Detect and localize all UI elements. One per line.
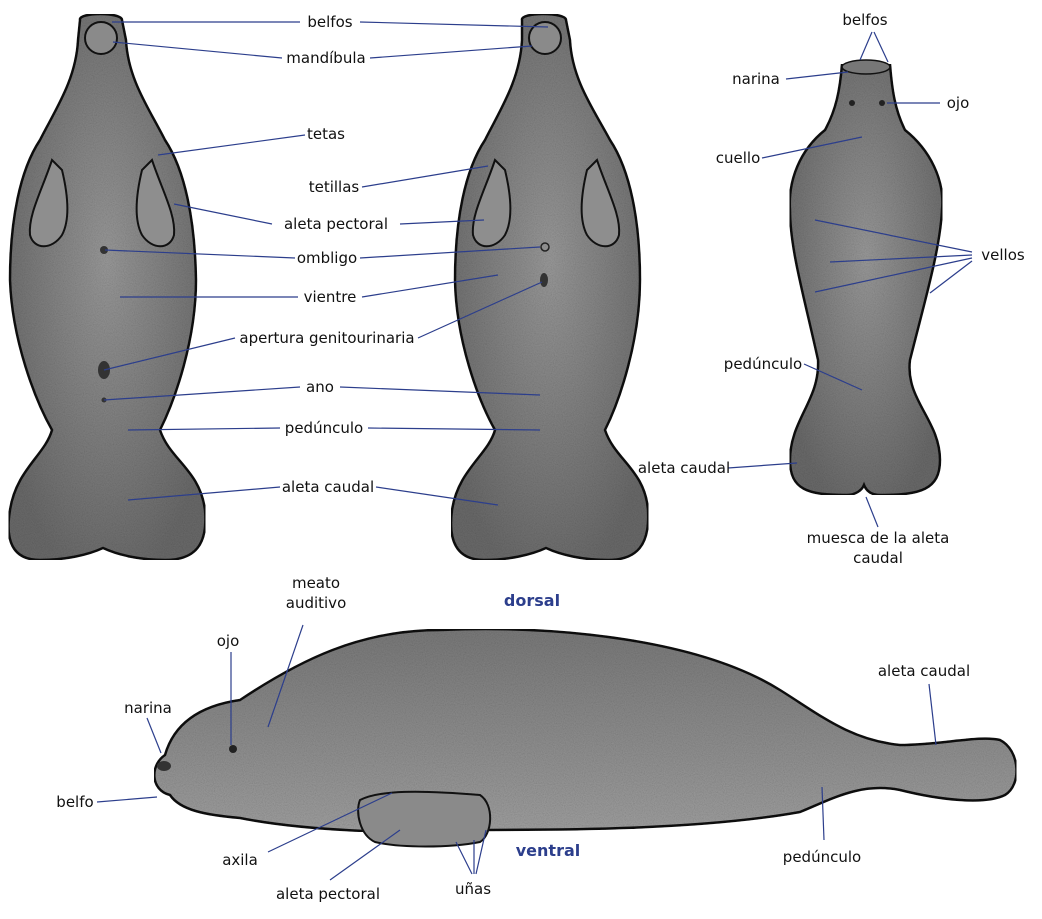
label-muesca-line2: caudal [853, 549, 903, 567]
snout-end [842, 60, 890, 74]
manatee-ventral-top-view [9, 14, 206, 560]
label-axila: axila [222, 851, 258, 869]
label-belfos-top: belfos [307, 13, 352, 31]
label-narina-right: narina [732, 70, 780, 88]
muzzle-shape [85, 22, 117, 54]
label-vientre: vientre [304, 288, 357, 306]
label-cuello: cuello [716, 149, 761, 167]
label-tetas: tetas [307, 125, 345, 143]
label-pedunculo-right: pedúnculo [724, 355, 802, 373]
view-label-dorsal: dorsal [504, 591, 560, 610]
label-meato-line1: meato [292, 574, 340, 592]
eye-side [229, 745, 237, 753]
label-apertura-genitourinaria: apertura genitourinaria [239, 329, 414, 347]
label-aleta-pectoral-side: aleta pectoral [276, 885, 380, 903]
label-muesca-line1: muesca de la aleta [807, 529, 950, 547]
label-aleta-caudal-side: aleta caudal [878, 662, 970, 680]
label-ojo-side: ojo [217, 632, 240, 650]
label-pedunculo-mid: pedúnculo [285, 419, 363, 437]
label-ombligo: ombligo [297, 249, 357, 267]
label-tetillas: tetillas [309, 178, 360, 196]
label-aleta-caudal-mid: aleta caudal [282, 478, 374, 496]
manatee-small-top-view [790, 60, 943, 495]
label-aleta-caudal-right: aleta caudal [638, 459, 730, 477]
label-narina-side: narina [124, 699, 172, 717]
label-ano: ano [306, 378, 334, 396]
label-belfos-right: belfos [842, 11, 887, 29]
genital-mark-dorsal [540, 273, 548, 287]
label-aleta-pectoral-mid: aleta pectoral [284, 215, 388, 233]
manatee-dorsal-top-view [451, 14, 648, 560]
label-vellos: vellos [981, 246, 1025, 264]
label-ojo-right: ojo [947, 94, 970, 112]
label-belfo-side: belfo [56, 793, 93, 811]
eye-right [879, 100, 885, 106]
label-pedunculo-side: pedúnculo [783, 848, 861, 866]
view-label-ventral: ventral [516, 841, 581, 860]
label-mandibula: mandíbula [286, 49, 365, 67]
label-unas: uñas [455, 880, 491, 898]
label-meato-line2: auditivo [286, 594, 347, 612]
nostril-side [157, 761, 171, 771]
eye-left [849, 100, 855, 106]
